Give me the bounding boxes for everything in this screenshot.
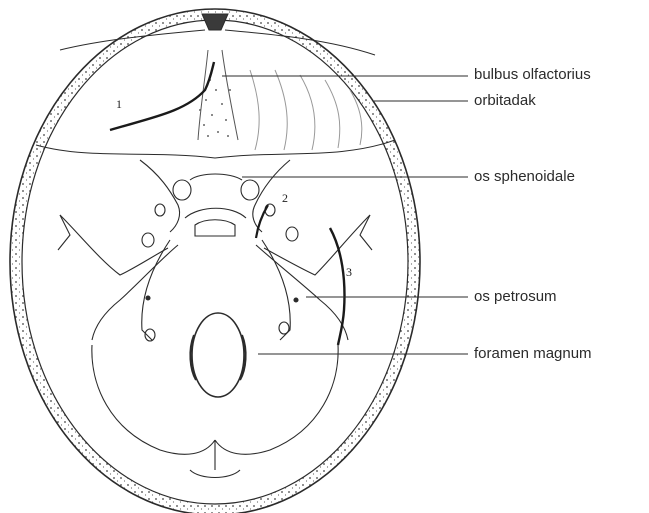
marker-1: 1: [116, 98, 122, 110]
label-foramen-magnum: foramen magnum: [474, 345, 592, 363]
label-os-petrosum: os petrosum: [474, 288, 557, 306]
label-orbitadak: orbitadak: [474, 92, 536, 110]
marker-3: 3: [346, 266, 352, 278]
skull-outer-wall: [10, 9, 420, 513]
foramen-magnum-shape: [192, 313, 244, 397]
label-bulbus-olfactorius: bulbus olfactorius: [474, 66, 591, 84]
marker-2: 2: [282, 192, 288, 204]
label-os-sphenoidale: os sphenoidale: [474, 168, 575, 186]
